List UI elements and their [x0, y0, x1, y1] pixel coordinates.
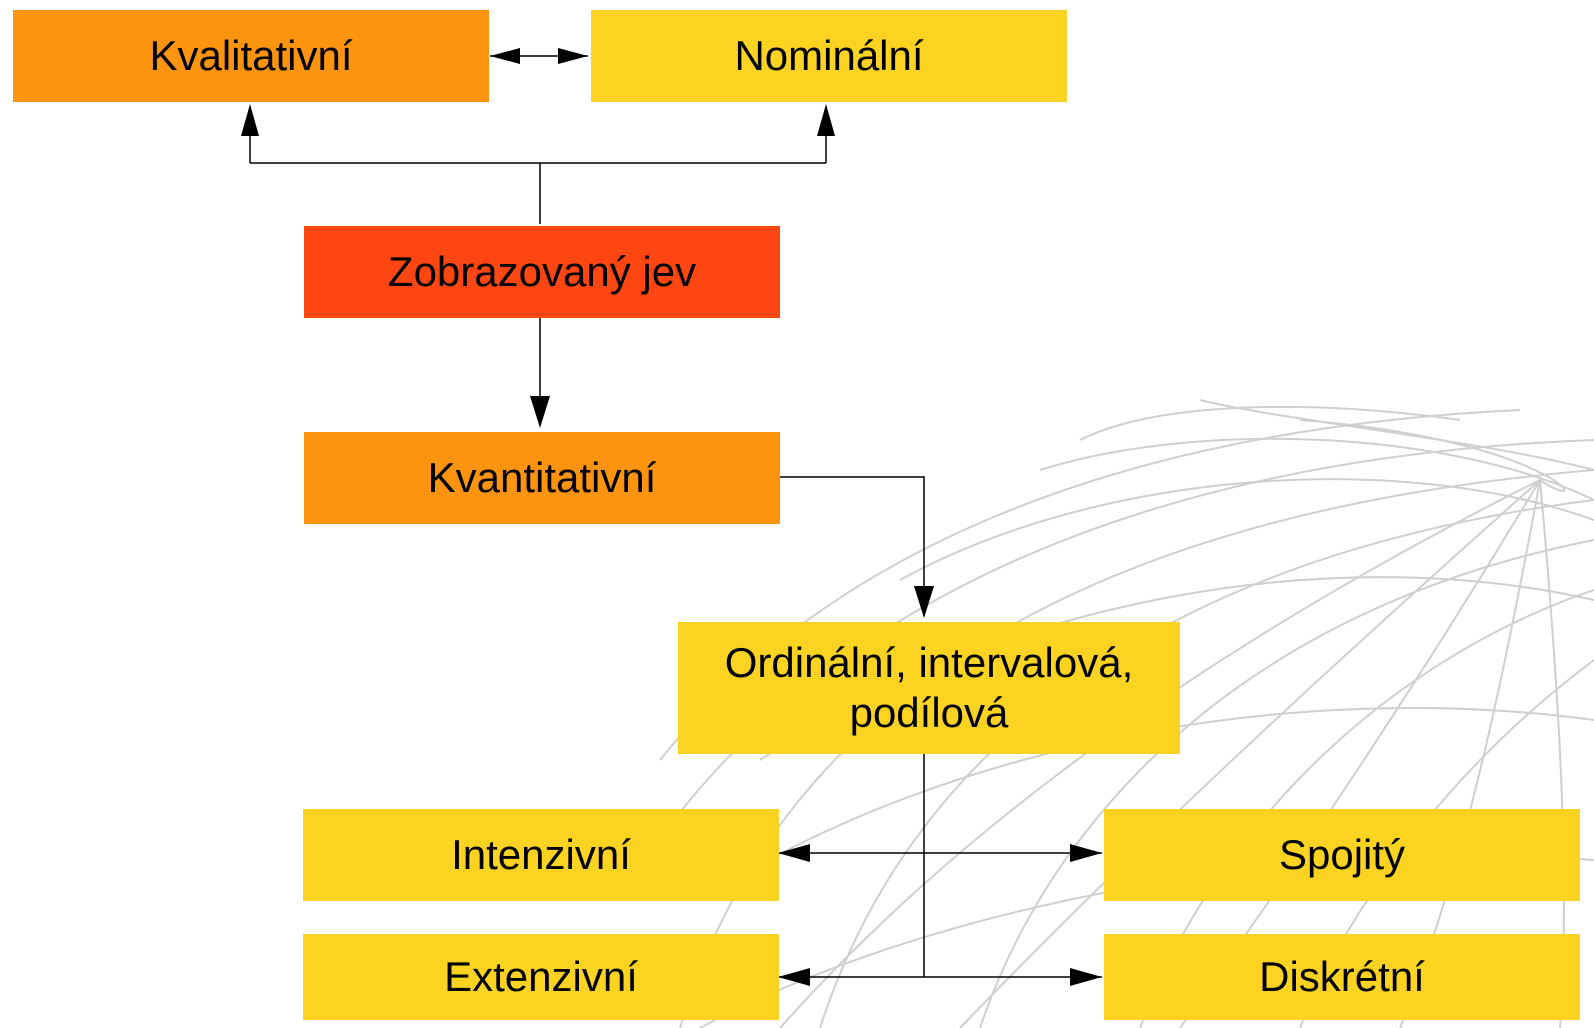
arrowhead-left [490, 48, 520, 64]
arrowhead-down-kvantitativni [530, 396, 550, 428]
node-extenzivni: Extenzivní [303, 934, 779, 1020]
node-kvalitativni-label: Kvalitativní [149, 31, 353, 79]
node-zobrazovany-jev-label: Zobrazovaný jev [387, 247, 697, 295]
node-nominalni: Nominální [591, 10, 1067, 102]
arrowhead-left-intenzivni [778, 844, 810, 862]
node-kvantitativni: Kvantitativní [304, 432, 780, 524]
node-diskretni: Diskrétní [1104, 934, 1580, 1020]
arrowhead-up-nominalni [817, 104, 835, 136]
node-extenzivni-label: Extenzivní [444, 952, 638, 1000]
node-kvalitativni: Kvalitativní [13, 10, 489, 102]
node-ordinalni: Ordinální, intervalová, podílová [678, 622, 1180, 754]
node-zobrazovany-jev: Zobrazovaný jev [304, 226, 780, 318]
connector-kvantitativni-ordinalni [776, 476, 925, 590]
node-ordinalni-label-line1: Ordinální, intervalová, [724, 638, 1134, 686]
node-nominalni-label: Nominální [734, 31, 924, 79]
node-intenzivni: Intenzivní [303, 809, 779, 901]
arrowhead-left-extenzivni [778, 968, 810, 986]
arrowhead-right-diskretni [1070, 968, 1102, 986]
node-kvantitativni-label: Kvantitativní [427, 453, 657, 501]
arrowhead-up-kvalitativni [241, 104, 259, 136]
node-ordinalni-label-line2: podílová [849, 689, 1009, 736]
arrowhead-right-spojity [1070, 844, 1102, 862]
arrowhead-down-ordinalni [914, 586, 934, 618]
node-spojity-label: Spojitý [1278, 830, 1406, 878]
node-spojity: Spojitý [1104, 809, 1580, 901]
node-intenzivni-label: Intenzivní [451, 830, 631, 878]
node-diskretni-label: Diskrétní [1259, 952, 1425, 1000]
arrowhead-right [558, 48, 588, 64]
